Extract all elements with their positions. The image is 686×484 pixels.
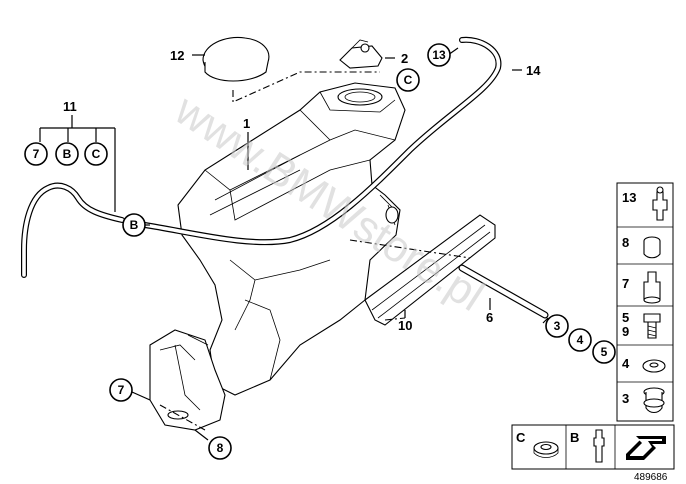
svg-text:B: B bbox=[63, 147, 72, 161]
svg-text:4: 4 bbox=[622, 356, 630, 371]
svg-text:B: B bbox=[130, 218, 139, 232]
breather-pipe[interactable] bbox=[142, 36, 502, 246]
legend-item-7[interactable]: 7 bbox=[622, 271, 661, 304]
circled-callout-c-left[interactable]: C bbox=[84, 142, 108, 166]
svg-text:5: 5 bbox=[601, 345, 608, 359]
svg-text:13: 13 bbox=[622, 190, 636, 205]
circled-callout-b-left[interactable]: B bbox=[55, 142, 79, 166]
circled-callout-c-top[interactable]: C bbox=[396, 68, 420, 92]
circled-callout-3[interactable]: 3 bbox=[545, 314, 569, 338]
svg-text:7: 7 bbox=[118, 383, 125, 397]
svg-text:C: C bbox=[516, 430, 526, 445]
circled-callout-5[interactable]: 5 bbox=[592, 340, 616, 364]
circled-callout-4[interactable]: 4 bbox=[568, 328, 592, 352]
callout-2: 2 bbox=[401, 51, 408, 66]
diagram-number: 489686 bbox=[634, 472, 668, 483]
svg-text:7: 7 bbox=[33, 147, 40, 161]
bracket-grommet[interactable] bbox=[385, 206, 399, 224]
legend-bottom-c[interactable]: C bbox=[516, 430, 559, 458]
filler-cap[interactable] bbox=[202, 36, 270, 82]
circled-callout-7-bottom[interactable]: 7 bbox=[109, 378, 133, 402]
legend-item-8[interactable]: 8 bbox=[622, 235, 661, 259]
callout-10: 10 bbox=[398, 318, 412, 333]
callout-14: 14 bbox=[526, 63, 541, 78]
tank-lower-housing[interactable] bbox=[149, 329, 226, 431]
callout-12: 12 bbox=[170, 48, 184, 63]
svg-text:13: 13 bbox=[432, 48, 446, 62]
mounting-bracket[interactable] bbox=[364, 214, 496, 326]
legend-item-4[interactable]: 4 bbox=[622, 356, 666, 373]
circled-callout-7-left[interactable]: 7 bbox=[24, 142, 48, 166]
svg-text:4: 4 bbox=[577, 333, 584, 347]
legend-item-13[interactable]: 13 bbox=[622, 186, 668, 221]
svg-text:C: C bbox=[92, 147, 101, 161]
svg-text:B: B bbox=[570, 430, 579, 445]
filler-clip[interactable] bbox=[339, 39, 383, 69]
svg-text:8: 8 bbox=[622, 235, 629, 250]
legend-item-3[interactable]: 3 bbox=[622, 387, 665, 414]
svg-text:7: 7 bbox=[622, 276, 629, 291]
left-hose[interactable] bbox=[21, 182, 125, 278]
svg-text:3: 3 bbox=[622, 391, 629, 406]
legend-bottom-row: C B bbox=[511, 424, 675, 470]
rod[interactable] bbox=[458, 264, 549, 319]
svg-text:3: 3 bbox=[554, 319, 561, 333]
callout-6: 6 bbox=[486, 310, 493, 325]
legend-bottom-arrow-icon bbox=[626, 436, 666, 460]
svg-text:C: C bbox=[404, 73, 413, 87]
circled-callout-b-pipe[interactable]: B bbox=[122, 213, 146, 237]
svg-text:8: 8 bbox=[217, 441, 224, 455]
circled-callout-13-top[interactable]: 13 bbox=[427, 43, 451, 67]
circled-callout-8-bottom[interactable]: 8 bbox=[208, 436, 232, 460]
callout-1: 1 bbox=[243, 116, 250, 131]
legend-bottom-b[interactable]: B bbox=[570, 429, 605, 463]
callout-11: 11 bbox=[63, 99, 77, 114]
